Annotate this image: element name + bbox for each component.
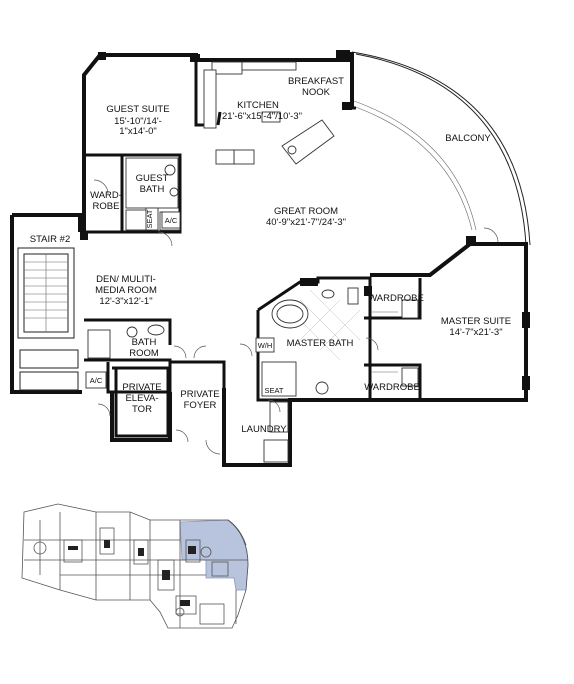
room-labels: GUEST SUITE 15'-10"/14'- 1"x14'-0" KITCH… — [30, 76, 511, 435]
private-elevator-line-1: PRIVATE — [122, 382, 161, 393]
breakfast-nook-line-2: NOOK — [302, 87, 331, 98]
den-line-2: MEDIA ROOM — [95, 285, 157, 296]
guest-bath-line-1: GUEST — [136, 173, 169, 184]
den-dim: 12'-3"x12'-1" — [99, 296, 152, 307]
master-bath-fixtures — [261, 287, 361, 463]
den-line-1: DEN/ MULITI- — [96, 274, 156, 285]
key-plan — [21, 503, 249, 629]
seat-guest-tag: SEAT — [145, 209, 154, 228]
bath-room-line-2: ROOM — [129, 348, 159, 359]
great-room-name: GREAT ROOM — [274, 206, 338, 217]
private-elevator-line-3: TOR — [132, 404, 152, 415]
stair-name: STAIR #2 — [30, 234, 70, 245]
master-suite-dim: 14'-7"x21'-3" — [449, 327, 502, 338]
guest-suite-dim-1: 15'-10"/14'- — [114, 116, 162, 127]
seat-master-tag: SEAT — [264, 386, 283, 395]
guest-wardrobe-line-2: ROBE — [93, 201, 120, 212]
kitchen-fixtures — [203, 61, 335, 165]
breakfast-nook-line-1: BREAKFAST — [288, 76, 344, 87]
tag-boxes — [85, 207, 275, 389]
wardrobe-fixtures — [372, 299, 419, 387]
door-swings — [93, 179, 499, 455]
den-bath-fixtures — [87, 324, 165, 359]
kitchen-name: KITCHEN — [237, 100, 279, 111]
guest-suite-dim-2: 1"x14'-0" — [119, 126, 157, 137]
kitchen-dim: 21'-6"x15'-4"/10'-3" — [222, 111, 302, 122]
main-plan — [10, 50, 531, 467]
great-room-dim: 40'-9"x21'-7"/24'-3" — [266, 217, 346, 228]
balcony-name: BALCONY — [445, 133, 491, 144]
interior-walls — [84, 60, 422, 438]
wardrobe-top-name: WARDROBE — [368, 293, 424, 304]
stair-2 — [17, 247, 79, 391]
master-bath-name: MASTER BATH — [287, 338, 354, 349]
tag-labels: A/C SEAT W/H SEAT A/C — [90, 209, 284, 395]
wh-tag: W/H — [258, 341, 273, 350]
ac-guest-tag: A/C — [165, 216, 178, 225]
guest-bath-line-2: BATH — [140, 184, 165, 195]
ac-den-tag: A/C — [90, 376, 103, 385]
columns — [80, 50, 530, 390]
master-suite-name: MASTER SUITE — [441, 316, 511, 327]
wardrobe-bottom-name: WARDROBE — [364, 382, 420, 393]
key-plan-highlight — [179, 519, 249, 591]
balcony-outline — [349, 51, 531, 246]
bath-room-line-1: BATH — [132, 337, 157, 348]
laundry-name: LAUNDRY — [241, 424, 287, 435]
private-foyer-line-2: FOYER — [184, 400, 217, 411]
private-elevator-line-2: ELEVA- — [125, 393, 158, 404]
guest-suite-name: GUEST SUITE — [106, 104, 169, 115]
guest-wardrobe-line-1: WARD- — [90, 190, 122, 201]
private-foyer-line-1: PRIVATE — [180, 389, 219, 400]
